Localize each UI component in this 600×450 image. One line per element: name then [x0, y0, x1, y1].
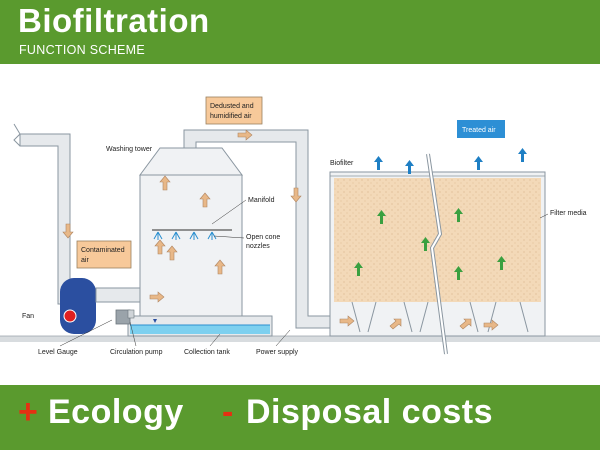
open-cone-label-2: nozzles — [246, 243, 270, 250]
biofilter-label: Biofilter — [330, 160, 354, 167]
filter-media-label: Filter media — [550, 210, 587, 217]
dedusted-label-1: Dedusted and — [210, 103, 254, 110]
ground — [0, 336, 600, 342]
collection-tank-label: Collection tank — [184, 349, 230, 356]
footer-bar: + Ecology - Disposal costs — [0, 385, 600, 450]
biofilter — [329, 153, 546, 355]
collection-tank — [115, 309, 273, 337]
dedusted-label-2: humidified air — [210, 113, 252, 120]
biofiltration-diagram: Dedusted and humidified air Treated air … — [0, 64, 600, 385]
minus-sign: - — [222, 393, 234, 431]
ecology-text: Ecology — [48, 393, 184, 431]
header-bar: Biofiltration FUNCTION SCHEME — [0, 0, 600, 64]
contaminated-box — [76, 240, 132, 269]
power-supply-label: Power supply — [256, 349, 299, 356]
treated-air-label: Treated air — [462, 127, 496, 134]
contaminated-label-1: Contaminated — [81, 247, 125, 254]
inlet-pipe — [19, 133, 71, 305]
disposal-costs-text: Disposal costs — [246, 393, 493, 431]
plus-sign: + — [18, 393, 38, 431]
fan — [60, 278, 141, 334]
air-flow-arrows — [62, 129, 499, 331]
treated-air-arrows — [374, 148, 527, 174]
dedusted-box — [205, 96, 263, 125]
fan-label: Fan — [22, 313, 34, 320]
diagram-svg: Dedusted and humidified air Treated air … — [0, 96, 600, 356]
manifold-label: Manifold — [248, 197, 275, 204]
page-title: Biofiltration — [18, 2, 210, 39]
treated-air-box — [457, 120, 505, 138]
page-subtitle: FUNCTION SCHEME — [19, 43, 146, 57]
green-flow-arrows — [354, 208, 506, 280]
washing-tower-label: Washing tower — [106, 146, 153, 153]
circulation-pump-label: Circulation pump — [110, 349, 163, 356]
contaminated-label-2: air — [81, 257, 89, 264]
open-cone-label-1: Open cone — [246, 234, 280, 241]
leader-lines — [59, 199, 549, 347]
level-gauge-label: Level Gauge — [38, 349, 78, 356]
